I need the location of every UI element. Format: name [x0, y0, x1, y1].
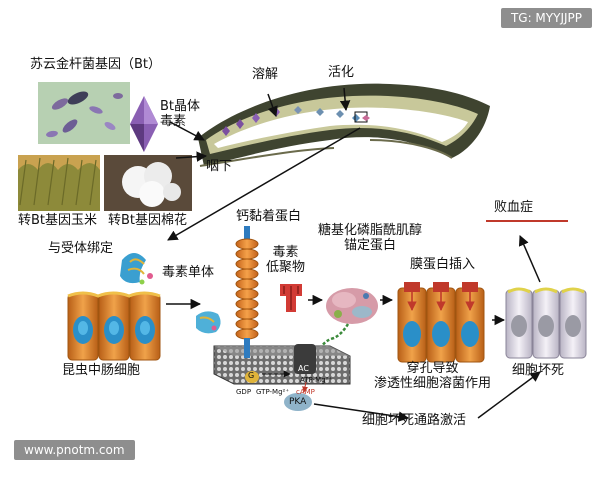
label-midgut-cells: 昆虫中肠细胞: [62, 363, 141, 378]
label-dissolve: 溶解: [252, 67, 279, 82]
label-bt-gene: 苏云金杆菌基因（Bt）: [30, 57, 162, 72]
watermark-bottom: www.pnotm.com: [14, 440, 135, 460]
toxin-monomer-shape: [196, 311, 221, 334]
label-bt-corn: 转Bt基因玉米: [18, 213, 98, 228]
label-camp: cAMP: [296, 388, 315, 396]
label-bt-cotton: 转Bt基因棉花: [108, 213, 188, 228]
label-g: G: [248, 371, 255, 380]
label-toxin-oligomer: 毒素 低聚物: [266, 245, 306, 275]
corn-field-image: [18, 155, 100, 211]
label-receptor-binding: 与受体绑定: [48, 241, 114, 256]
label-membrane-insert: 膜蛋白插入: [410, 257, 476, 272]
label-crystal-toxin: Bt晶体 毒素: [160, 99, 201, 129]
label-necrosis-pathway: 细胞坏死通路激活: [362, 413, 467, 428]
label-gpi-anchor: 糖基化磷脂酰肌醇 锚定蛋白: [318, 223, 423, 253]
label-swallow: 咽下: [206, 159, 233, 174]
cadherin-receptor: [235, 226, 259, 358]
crystal-diamond: [130, 96, 158, 152]
label-ac: AC: [298, 364, 309, 373]
midgut-cells-left: [67, 291, 161, 361]
label-septicemia: 败血症: [494, 200, 534, 215]
upper-arrows: [167, 87, 361, 241]
watermark-top: TG: MYYJJPP: [500, 8, 592, 28]
adenylate-cyclase: [294, 344, 316, 374]
signaling-components: [245, 370, 541, 422]
toxin-binding-structure: [120, 253, 153, 285]
label-atp: ATP-Mg²⁺: [300, 376, 333, 384]
label-pka: PKA: [289, 397, 307, 407]
label-gdp: GDP: [236, 388, 252, 396]
cotton-image: [104, 155, 192, 211]
label-gtp: GTP-Mg²⁺: [256, 388, 290, 396]
bacteria-image: [38, 82, 130, 144]
necrotic-cells: [505, 287, 587, 359]
label-pore-lysis: 穿孔导致 渗透性细胞溶菌作用: [374, 361, 492, 391]
toxin-oligomer-shape: [280, 284, 302, 312]
arrow-to-septicemia: [518, 235, 541, 283]
label-activate: 活化: [328, 65, 355, 80]
gpi-anchored-protein: [320, 288, 378, 347]
label-toxin-monomer: 毒素单体: [162, 265, 215, 280]
label-cell-necrosis: 细胞坏死: [512, 363, 565, 378]
label-cadherin: 钙黏着蛋白: [236, 209, 302, 224]
pore-forming-cells: [397, 282, 485, 363]
